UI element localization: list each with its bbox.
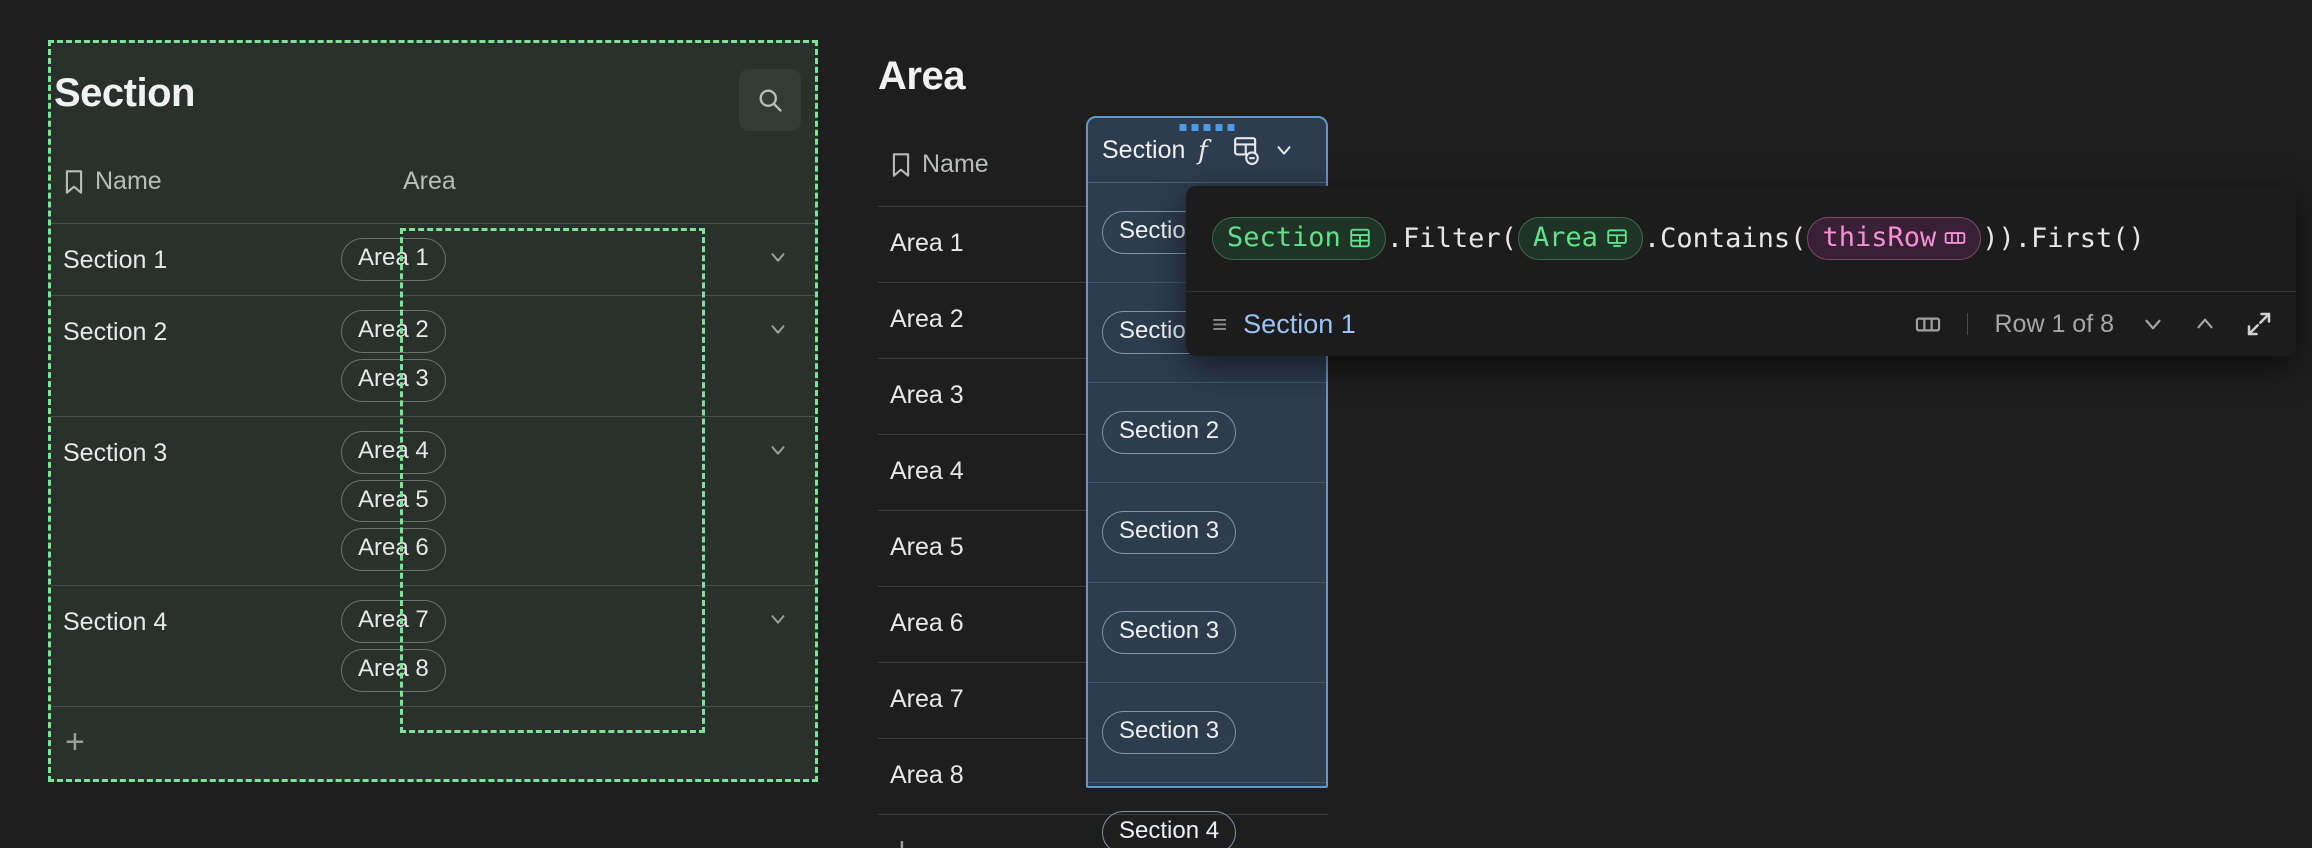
formula-editor-popup: Section .Filter( Area .Contains( <box>1186 186 2296 356</box>
area-section-cell[interactable]: Section 3 <box>1088 483 1326 583</box>
area-chip[interactable]: Area 2 <box>341 309 446 353</box>
formula-token-thisrow-label: thisRow <box>1822 222 1937 253</box>
area-column-headers: Name <box>878 150 1978 194</box>
formula-text-contains: .Contains( <box>1643 223 1807 254</box>
area-column-header-name[interactable]: Name <box>890 150 989 179</box>
column-drag-handle-icon[interactable] <box>1179 124 1235 131</box>
chevron-up-icon[interactable] <box>2192 311 2218 337</box>
section-column-header-name[interactable]: Name <box>63 167 162 196</box>
section-area-cell[interactable]: Area 1 <box>341 224 815 295</box>
area-column-header-name-label: Name <box>922 150 989 178</box>
row-counter-label: Row 1 of 8 <box>1994 309 2114 338</box>
area-name-cell[interactable]: Area 4 <box>890 457 964 485</box>
column-header-divider <box>1088 182 1326 183</box>
bookmark-icon <box>892 152 910 177</box>
area-name-cell[interactable]: Area 1 <box>890 229 964 257</box>
area-chip[interactable]: Area 4 <box>341 430 446 474</box>
section-chip[interactable]: Section 3 <box>1102 511 1237 554</box>
function-icon[interactable]: f <box>1195 135 1221 165</box>
section-area-cell[interactable]: Area 4 Area 5 Area 6 <box>341 417 815 586</box>
section-add-row-button[interactable]: + <box>51 706 815 778</box>
section-name-cell[interactable]: Section 1 <box>63 246 168 274</box>
area-name-cell[interactable]: Area 3 <box>890 381 964 409</box>
section-column-header-area-label: Area <box>403 167 456 195</box>
row-expand-caret[interactable] <box>767 318 789 345</box>
table-icon <box>1350 228 1370 247</box>
formula-token-section-label: Section <box>1227 222 1341 253</box>
section-name-cell[interactable]: Section 4 <box>63 608 168 637</box>
row-icon <box>1944 231 1966 244</box>
row-expand-caret[interactable] <box>767 439 789 466</box>
formula-token-thisrow[interactable]: thisRow <box>1807 217 1982 260</box>
area-name-cell[interactable]: Area 6 <box>890 609 964 637</box>
area-section-cell[interactable]: Section 2 <box>1088 383 1326 483</box>
area-add-row-button[interactable]: + <box>878 814 1328 848</box>
formula-result-bar: ≡ Section 1 Row 1 of 8 <box>1186 291 2296 356</box>
plus-icon: + <box>892 833 912 848</box>
section-chip[interactable]: Section 2 <box>1102 411 1237 454</box>
area-section-cell[interactable]: Section 3 <box>1088 683 1326 783</box>
formula-result-controls: Row 1 of 8 <box>1915 309 2274 339</box>
area-section-column-label: Section <box>1102 135 1186 164</box>
toolbar-divider <box>1967 313 1969 335</box>
formula-result-value: Section 1 <box>1243 308 1356 339</box>
area-chip[interactable]: Area 5 <box>341 479 446 523</box>
section-chip[interactable]: Section 3 <box>1102 611 1237 654</box>
chevron-down-icon[interactable] <box>767 439 789 461</box>
table-link-icon[interactable] <box>1231 135 1263 165</box>
formula-expression[interactable]: Section .Filter( Area .Contains( <box>1186 186 2296 291</box>
area-name-cell[interactable]: Area 8 <box>890 761 964 789</box>
area-section-column-header[interactable]: Section f <box>1088 118 1326 182</box>
formula-token-area[interactable]: Area <box>1517 217 1643 260</box>
search-icon <box>759 89 782 112</box>
area-chip[interactable]: Area 7 <box>341 600 446 644</box>
expand-diagonal-icon[interactable] <box>2244 309 2274 339</box>
formula-token-area-label: Area <box>1532 222 1598 253</box>
bookmark-icon <box>65 169 83 194</box>
plus-icon: + <box>65 723 85 761</box>
area-name-cell[interactable]: Area 2 <box>890 305 964 333</box>
section-name-cell[interactable]: Section 2 <box>63 317 168 346</box>
area-chip[interactable]: Area 3 <box>341 358 446 402</box>
row-expand-caret[interactable] <box>767 246 789 273</box>
lookup-icon <box>1607 228 1627 247</box>
section-column-header-name-label: Name <box>95 167 162 195</box>
area-name-cell[interactable]: Area 7 <box>890 685 964 713</box>
table-row[interactable]: Section 1 Area 1 <box>51 223 815 295</box>
area-table-card: Area Name Area 1 Area 2 Area 3 Area 4 Area 5… <box>878 26 1978 848</box>
section-column-headers: Name Area <box>51 167 815 211</box>
section-column-header-area[interactable]: Area <box>403 167 456 196</box>
chevron-down-icon[interactable] <box>767 608 789 630</box>
area-section-cell[interactable]: Section 4 <box>1088 783 1326 848</box>
section-chip[interactable]: Section 3 <box>1102 711 1237 754</box>
section-table-title: Section <box>54 71 195 115</box>
row-expand-caret[interactable] <box>767 608 789 635</box>
formula-text-filter: .Filter( <box>1386 223 1517 254</box>
chevron-down-icon[interactable] <box>1273 139 1295 161</box>
chevron-down-icon[interactable] <box>767 318 789 340</box>
formula-text-first: )).First() <box>1982 223 2145 254</box>
chevron-down-icon[interactable] <box>767 246 789 268</box>
row-preview-icon[interactable] <box>1915 316 1941 333</box>
area-section-cell[interactable]: Section 3 <box>1088 583 1326 683</box>
formula-token-section[interactable]: Section <box>1212 217 1386 260</box>
section-chip[interactable]: Section 4 <box>1102 811 1237 848</box>
area-name-cell[interactable]: Area 5 <box>890 533 964 561</box>
chevron-down-icon[interactable] <box>2140 311 2166 337</box>
area-table-title: Area <box>878 54 965 98</box>
table-row[interactable]: Section 4 Area 7 Area 8 <box>51 585 815 706</box>
table-row[interactable]: Section 3 Area 4 Area 5 Area 6 <box>51 415 815 586</box>
section-name-cell[interactable]: Section 3 <box>63 438 168 467</box>
svg-text:f: f <box>1196 136 1212 165</box>
area-chip[interactable]: Area 6 <box>341 528 446 572</box>
area-chip[interactable]: Area 1 <box>341 238 446 281</box>
area-chip[interactable]: Area 8 <box>341 649 446 692</box>
table-row[interactable]: Section 2 Area 2 Area 3 <box>51 294 815 416</box>
section-search-button[interactable] <box>739 69 801 131</box>
section-area-cell[interactable]: Area 2 Area 3 <box>341 296 815 416</box>
equals-icon: ≡ <box>1212 308 1228 339</box>
section-area-cell[interactable]: Area 7 Area 8 <box>341 586 815 706</box>
